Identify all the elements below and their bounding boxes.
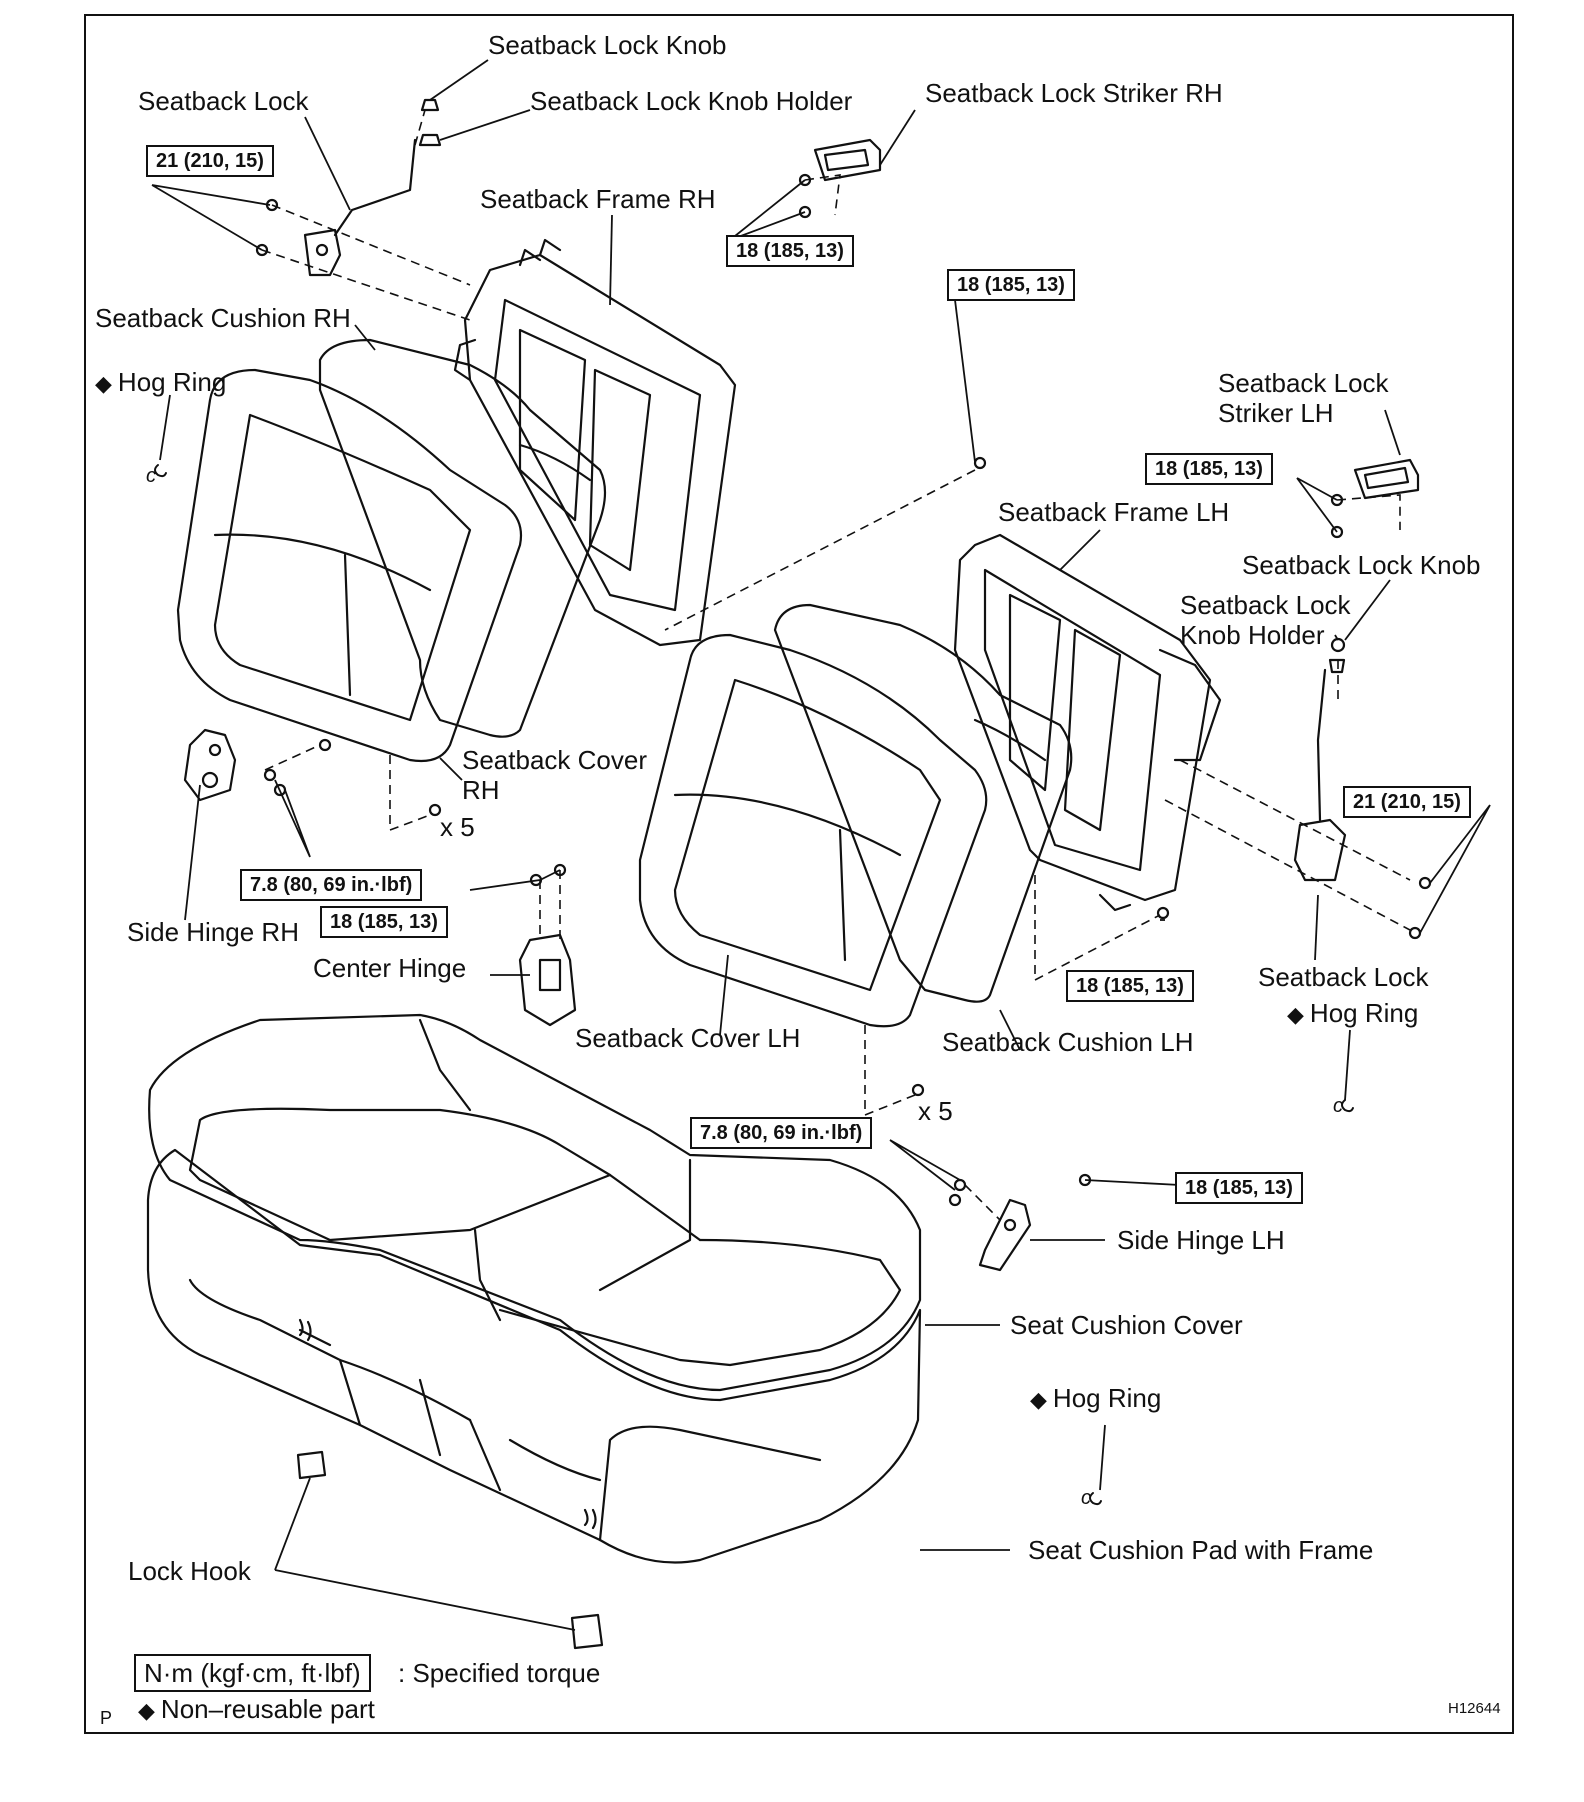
seatback-frame-lh xyxy=(953,533,1222,912)
torque-18-frame-lh: 18 (185, 13) xyxy=(1066,970,1194,1002)
torque-18-center-hinge: 18 (185, 13) xyxy=(320,906,448,938)
hog-ring-text: Hog Ring xyxy=(1309,998,1419,1028)
assembly-lines xyxy=(261,109,1411,1221)
torque-18-center-top: 18 (185, 13) xyxy=(947,269,1075,301)
seatback-cushion-rh xyxy=(318,338,607,738)
seat-cushion-cover xyxy=(148,1013,922,1392)
label-side-hinge-lh: Side Hinge LH xyxy=(1117,1225,1285,1255)
page-letter: P xyxy=(100,1708,113,1728)
label-x5-a: x 5 xyxy=(440,812,475,842)
legend-unit-box: N·m (kgf·cm, ft·lbf) xyxy=(134,1654,371,1692)
seatback-lock-rh xyxy=(255,98,442,277)
label-seatback-lock-knob-lh: Seatback Lock Knob xyxy=(1242,550,1481,580)
label-seatback-cover-lh: Seatback Cover LH xyxy=(575,1023,801,1053)
label-lock-hook: Lock Hook xyxy=(128,1556,251,1586)
label-hog-ring-3: ◆Hog Ring xyxy=(1030,1383,1161,1415)
torque-78-lh: 7.8 (80, 69 in.·lbf) xyxy=(690,1117,873,1149)
label-seatback-cover-rh-1: Seatback Cover xyxy=(462,745,647,775)
torque-18-striker-rh: 18 (185, 13) xyxy=(726,235,854,267)
non-reusable-diamond: ◆ xyxy=(138,1698,155,1723)
leader-lines xyxy=(151,59,1491,1631)
label-seatback-frame-rh: Seatback Frame RH xyxy=(480,184,716,214)
lock-hook-parts xyxy=(296,1450,604,1650)
label-x5-b: x 5 xyxy=(918,1096,953,1126)
seatback-lock-striker-lh xyxy=(1330,458,1420,539)
hog-ring-clip-1: c xyxy=(146,465,156,487)
figure-id: H12644 xyxy=(1448,1700,1501,1717)
label-seatback-cover-rh-2: RH xyxy=(462,775,500,805)
legend-non-reusable: ◆Non–reusable part xyxy=(138,1694,375,1726)
label-seatback-lock-lh: Seatback Lock xyxy=(1258,962,1429,992)
seatback-lock-striker-rh xyxy=(798,138,882,219)
label-seatback-cushion-rh: Seatback Cushion RH xyxy=(95,303,351,333)
torque-18-side-hinge-lh: 18 (185, 13) xyxy=(1175,1172,1303,1204)
non-reusable-diamond: ◆ xyxy=(1287,1002,1304,1027)
hog-ring-text: Hog Ring xyxy=(1052,1383,1162,1413)
label-seatback-lock-rh: Seatback Lock xyxy=(138,86,309,116)
torque-21-lh: 21 (210, 15) xyxy=(1343,786,1471,818)
non-reusable-diamond: ◆ xyxy=(1030,1387,1047,1412)
torque-21-rh: 21 (210, 15) xyxy=(146,145,274,177)
label-seatback-lock-knob-holder-lh-1: Seatback Lock xyxy=(1180,590,1351,620)
legend-unit-desc: : Specified torque xyxy=(398,1658,601,1688)
seat-cushion-pad xyxy=(146,1148,922,1564)
side-hinge-rh xyxy=(183,728,332,802)
non-reusable-diamond: ◆ xyxy=(95,371,112,396)
label-seat-cushion-pad: Seat Cushion Pad with Frame xyxy=(1028,1535,1374,1565)
side-hinge-lh xyxy=(948,1173,1092,1272)
hog-ring-clip-2: c xyxy=(1333,1095,1343,1117)
torque-78-rh: 7.8 (80, 69 in.·lbf) xyxy=(240,869,423,901)
label-seatback-lock-striker-rh: Seatback Lock Striker RH xyxy=(925,78,1223,108)
torque-18-striker-lh: 18 (185, 13) xyxy=(1145,453,1273,485)
label-seatback-frame-lh: Seatback Frame LH xyxy=(998,497,1230,527)
hog-ring-clip-3: c xyxy=(1081,1487,1091,1509)
label-hog-ring-2: ◆Hog Ring xyxy=(1287,998,1418,1030)
label-seatback-lock-striker-lh-1: Seatback Lock xyxy=(1218,368,1389,398)
label-seat-cushion-cover: Seat Cushion Cover xyxy=(1010,1310,1243,1340)
label-center-hinge: Center Hinge xyxy=(313,953,467,983)
center-hinge xyxy=(518,863,577,1027)
non-reusable-text: Non–reusable part xyxy=(160,1694,375,1724)
label-side-hinge-rh: Side Hinge RH xyxy=(127,917,299,947)
label-seatback-lock-knob-rh: Seatback Lock Knob xyxy=(488,30,727,60)
label-seatback-cushion-lh: Seatback Cushion LH xyxy=(942,1027,1194,1057)
seatback-cushion-lh xyxy=(773,603,1073,1003)
seatback-cover-rh xyxy=(176,368,523,763)
label-hog-ring-1: ◆Hog Ring xyxy=(95,367,226,399)
seatback-cover-lh xyxy=(638,633,988,1028)
label-seatback-lock-knob-holder-lh-2: Knob Holder xyxy=(1180,620,1325,650)
hog-ring-text: Hog Ring xyxy=(117,367,227,397)
seatback-frame-rh xyxy=(453,238,737,647)
label-seatback-lock-knob-holder-rh: Seatback Lock Knob Holder xyxy=(530,86,853,116)
label-seatback-lock-striker-lh-2: Striker LH xyxy=(1218,398,1334,428)
